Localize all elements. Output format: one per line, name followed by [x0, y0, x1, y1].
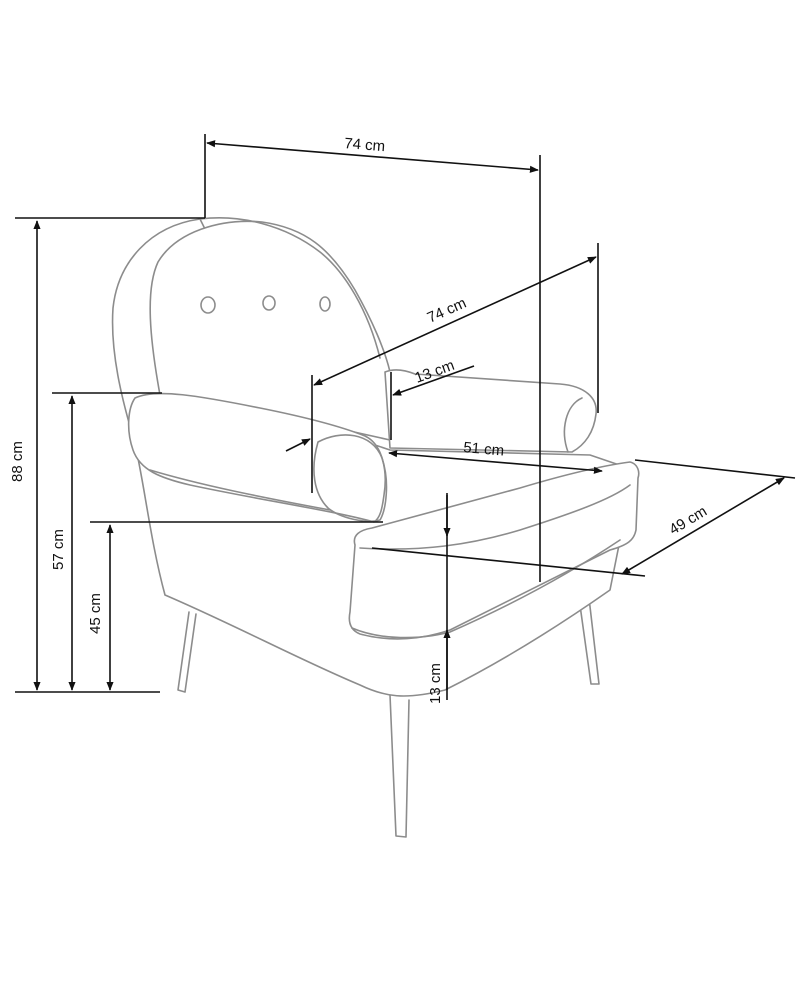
leg-back-left — [177, 611, 197, 693]
label-seat-height: 45 cm — [87, 593, 104, 634]
dim-seat-depth — [621, 477, 785, 575]
dim-depth — [313, 256, 597, 386]
label-armrest-height: 57 cm — [50, 529, 67, 570]
label-seat-thickness: 13 cm — [427, 663, 444, 704]
seat-cushion-piping-top — [359, 484, 631, 550]
armrest-near-scroll — [313, 434, 388, 523]
armrest-near — [127, 392, 386, 523]
armrest-far-curl — [563, 397, 583, 453]
label-depth: 74 cm — [425, 295, 469, 327]
dim-width — [206, 140, 539, 173]
dim-armwidth-arrow-left — [285, 438, 311, 452]
ext-seatdepth-back — [634, 459, 796, 479]
tufting-button-1 — [200, 296, 216, 314]
dimension-lines — [15, 134, 796, 700]
label-width: 74 cm — [344, 135, 386, 155]
ext-seatdepth-front — [371, 547, 646, 577]
armrest-near-piping — [149, 469, 331, 511]
seat-cushion-piping-bottom — [351, 539, 621, 639]
armchair-illustration — [111, 217, 640, 838]
tufting-button-2 — [262, 295, 276, 311]
label-seat-width: 51 cm — [463, 439, 505, 459]
dim-seat-width — [388, 450, 603, 474]
label-seat-depth: 49 cm — [666, 503, 710, 539]
leg-front-right — [578, 597, 600, 685]
dim-armwidth-arrow-right — [392, 365, 475, 396]
leg-front-left — [389, 694, 410, 838]
label-total-height: 88 cm — [9, 441, 26, 482]
